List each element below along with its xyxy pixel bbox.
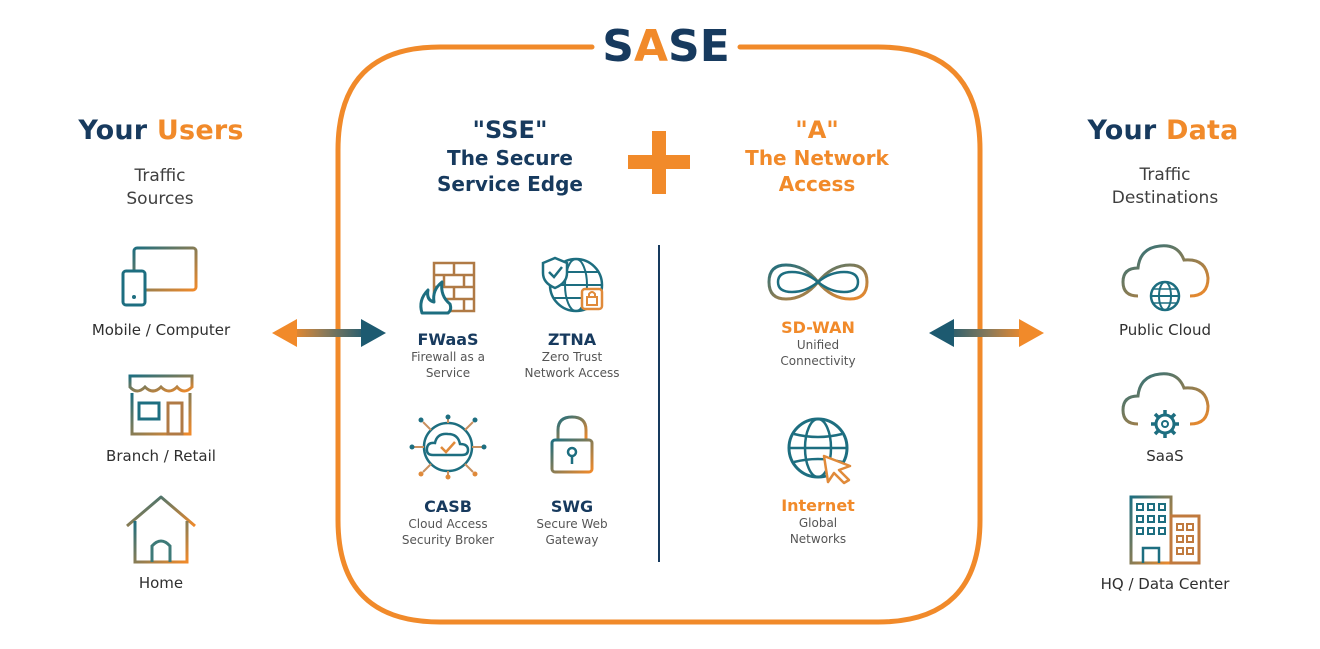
mobile-computer-icon xyxy=(121,246,198,307)
right-double-arrow xyxy=(929,319,1044,347)
left-double-arrow xyxy=(272,319,386,347)
hq-datacenter-label: HQ / Data Center xyxy=(1100,575,1230,593)
sse-heading-line2: Service Edge xyxy=(437,172,583,196)
internet-desc-line1: Global xyxy=(798,516,838,530)
ztna-block: ZTNA Zero Trust Network Access xyxy=(512,330,632,381)
fwaas-name: FWaaS xyxy=(417,330,479,349)
access-quote: "A" xyxy=(795,116,839,144)
swg-desc-line2: Gateway xyxy=(545,533,599,547)
cloud-gear-icon xyxy=(1121,372,1210,438)
sdwan-desc-line1: Unified xyxy=(796,338,840,352)
internet-desc-line2: Networks xyxy=(789,532,847,546)
users-subtitle-line2: Sources xyxy=(126,189,194,209)
access-heading-line1: The Network xyxy=(745,146,889,170)
house-icon xyxy=(126,495,196,564)
shield-globe-icon xyxy=(541,256,604,313)
home-label: Home xyxy=(138,574,184,592)
access-heading: "A" The Network Access xyxy=(722,115,912,197)
fwaas-desc-line2: Service xyxy=(425,366,471,380)
cloud-globe-icon xyxy=(1121,244,1210,312)
plus-icon xyxy=(628,131,690,194)
sse-heading-line1: The Secure xyxy=(447,146,573,170)
swg-name: SWG xyxy=(550,497,594,516)
ztna-name: ZTNA xyxy=(547,330,597,349)
padlock-icon xyxy=(550,415,594,474)
fwaas-desc-line1: Firewall as a xyxy=(411,350,485,364)
sase-frame xyxy=(335,44,983,625)
fwaas-block: FWaaS Firewall as a Service xyxy=(388,330,508,381)
firewall-icon xyxy=(419,261,476,315)
office-building-icon xyxy=(1129,495,1201,565)
users-title-users: Users xyxy=(156,115,244,146)
data-title-data: Data xyxy=(1166,115,1239,146)
internet-name: Internet xyxy=(781,496,855,515)
data-subtitle-line1: Traffic xyxy=(1139,165,1191,185)
sdwan-block: SD-WAN Unified Connectivity xyxy=(758,318,878,369)
sase-title: SASE xyxy=(592,22,740,72)
sase-title-se: SE xyxy=(668,21,730,72)
ztna-desc-line1: Zero Trust xyxy=(541,350,603,364)
casb-desc-line2: Security Broker xyxy=(401,533,495,547)
globe-cursor-icon xyxy=(787,417,852,485)
sse-heading: "SSE" The Secure Service Edge xyxy=(420,115,600,197)
sdwan-desc-line2: Connectivity xyxy=(780,354,856,368)
storefront-icon xyxy=(128,374,194,436)
data-title-your: Your xyxy=(1087,115,1166,146)
infinity-network-icon xyxy=(767,263,869,301)
sdwan-name: SD-WAN xyxy=(781,318,855,337)
public-cloud-label: Public Cloud xyxy=(1118,321,1211,339)
data-subtitle-line2: Destinations xyxy=(1111,188,1219,208)
internet-block: Internet Global Networks xyxy=(758,496,878,547)
sase-title-a: A xyxy=(633,21,668,72)
casb-block: CASB Cloud Access Security Broker xyxy=(388,497,508,548)
saas-label: SaaS xyxy=(1146,447,1184,465)
swg-desc-line1: Secure Web xyxy=(536,517,608,531)
data-subtitle: Traffic Destinations xyxy=(1065,164,1265,210)
casb-name: CASB xyxy=(424,497,472,516)
ztna-desc-line2: Network Access xyxy=(524,366,620,380)
users-title-your: Your xyxy=(78,115,157,146)
mobile-computer-label: Mobile / Computer xyxy=(91,321,231,339)
swg-block: SWG Secure Web Gateway xyxy=(512,497,632,548)
sase-title-s: S xyxy=(602,21,634,72)
sse-quote: "SSE" xyxy=(472,116,548,144)
branch-retail-label: Branch / Retail xyxy=(106,447,216,465)
users-subtitle: Traffic Sources xyxy=(60,165,260,211)
casb-desc-line1: Cloud Access xyxy=(408,517,488,531)
access-heading-line2: Access xyxy=(778,172,856,196)
users-title: Your Users xyxy=(50,115,272,146)
data-title: Your Data xyxy=(1052,115,1274,146)
cloud-check-icon xyxy=(409,414,487,480)
users-subtitle-line1: Traffic xyxy=(134,166,186,186)
